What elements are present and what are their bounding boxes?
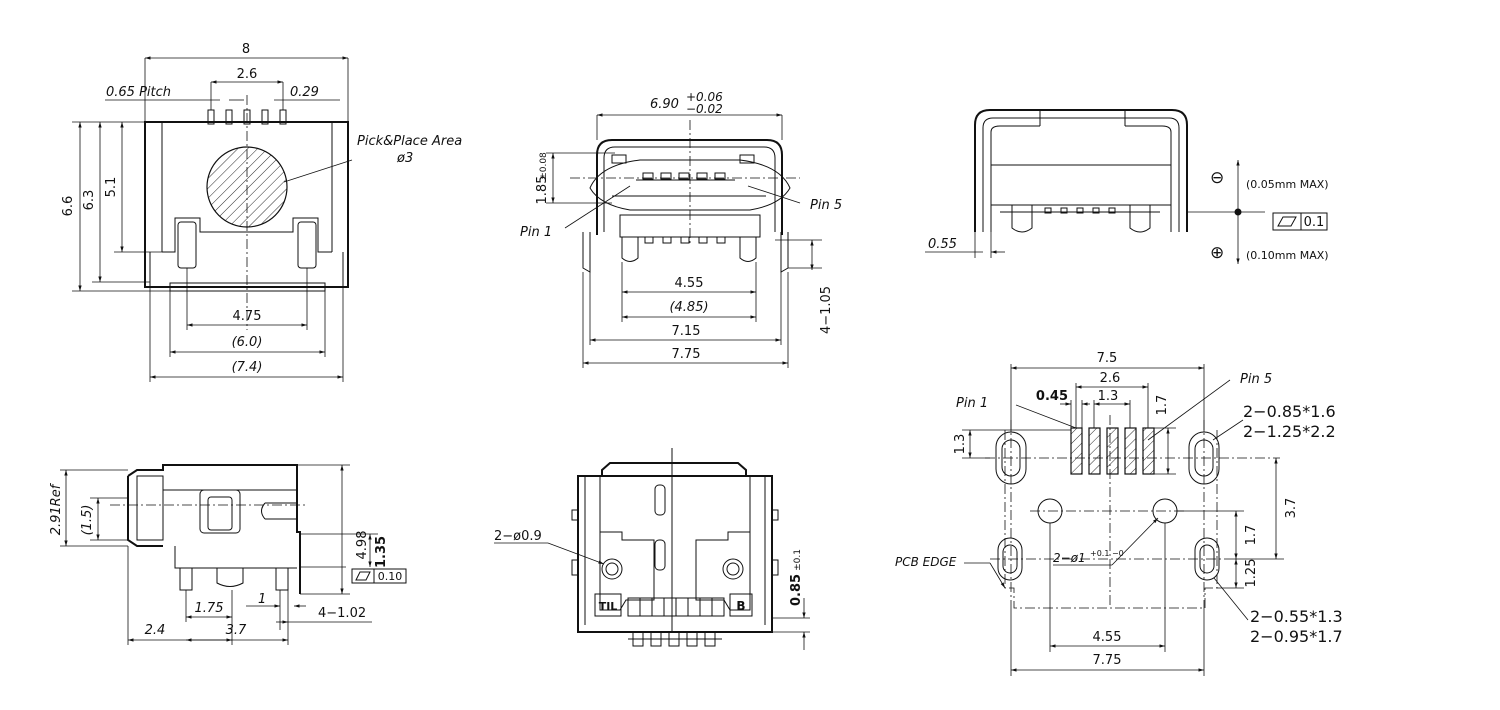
dim-outer-width: (7.4) xyxy=(232,360,263,375)
dim-pin-width: 0.29 xyxy=(290,85,319,100)
pcb-dim-775: 7.75 xyxy=(1093,653,1122,668)
pcb-dim-17: 1.7 xyxy=(1244,525,1259,546)
front-view: 6.90 +0.06 −0.02 1.85 ±0.08 Pin 1 Pin 5 … xyxy=(520,90,842,368)
pcb-dim-pad-17: 1.7 xyxy=(1155,395,1170,416)
dim-front-height-tol: ±0.08 xyxy=(539,152,549,180)
pcb-dim-row-13: 1.3 xyxy=(953,434,968,455)
side-pins xyxy=(1044,207,1116,214)
bottom-mark-right: B xyxy=(736,599,745,613)
pcb-slot-bot-a: 2−0.55*1.3 xyxy=(1250,607,1343,626)
pcb-edge-label: PCB EDGE xyxy=(895,555,957,569)
pick-place-label: Pick&Place Area xyxy=(357,134,462,149)
warp-down-label: (0.10mm MAX) xyxy=(1246,249,1329,262)
dim-peg-span: 4.75 xyxy=(233,309,262,324)
dim-inner-width: (6.0) xyxy=(232,335,263,350)
front-pin5-label: Pin 5 xyxy=(810,198,842,213)
pcb-dim-37: 3.7 xyxy=(1284,498,1299,519)
flatness-symbol-box xyxy=(1272,212,1302,231)
dim-front-455: 4.55 xyxy=(675,276,704,291)
bottom-height: 0.85 xyxy=(789,574,804,606)
dim-pin-span: 2.6 xyxy=(237,67,258,82)
right-peg xyxy=(297,221,317,269)
pcb-pin5-label: Pin 5 xyxy=(1240,372,1272,387)
dim-height-total: 6.6 xyxy=(61,196,76,217)
dim-side-24: 2.4 xyxy=(145,623,166,638)
pcb-pads xyxy=(1070,427,1155,475)
warp-plus-symbol: ⊕ xyxy=(1210,243,1224,263)
dim-overall-width: 8 xyxy=(242,42,250,57)
left-peg xyxy=(177,221,197,269)
dim-side-1: 1 xyxy=(258,592,266,607)
pcb-hole-dia: 2−ø1 xyxy=(1053,551,1086,565)
pcb-dim-26: 2.6 xyxy=(1100,371,1121,386)
dim-side-175: 1.75 xyxy=(195,601,224,616)
warp-minus-symbol: ⊖ xyxy=(1210,168,1224,188)
pcb-slot-bot-b: 2−0.95*1.7 xyxy=(1250,627,1343,646)
dim-side-135: 1.35 xyxy=(374,536,389,568)
dim-front-width-tol-plus: +0.06 xyxy=(686,90,723,104)
pcb-layout: 7.5 2.6 1.3 0.45 1.7 Pin 1 Pin 5 2−0.85*… xyxy=(895,351,1343,676)
pcb-dim-13: 1.3 xyxy=(1098,389,1119,404)
receptacle-opening xyxy=(589,159,791,211)
dim-front-height: 1.85 xyxy=(535,176,550,205)
front-contacts xyxy=(636,172,735,181)
dim-height-inner: 5.1 xyxy=(104,177,119,198)
bottom-contacts xyxy=(627,597,725,617)
flatness-value-right: 0.1 xyxy=(1304,215,1325,230)
hole-right xyxy=(722,558,744,580)
pcb-dim-455: 4.55 xyxy=(1093,630,1122,645)
bottom-view: TIL B 2−ø0.9 0.85 ±0.1 xyxy=(494,448,810,650)
pick-place-diameter: ø3 xyxy=(396,151,413,166)
dim-side-402: 4−1.02 xyxy=(318,606,366,621)
pcb-pin1-label: Pin 1 xyxy=(956,396,988,411)
mark-right-box xyxy=(729,593,753,617)
top-view: 8 2.6 0.65 Pitch 0.29 6.6 6.3 5.1 Pick&P… xyxy=(61,42,462,382)
hole-left xyxy=(601,558,623,580)
dim-front-485: (4.85) xyxy=(669,300,708,315)
dim-front-leg: 4−1.05 xyxy=(819,286,834,334)
side-shell-outline xyxy=(974,109,1188,232)
dim-front-width-tol-minus: −0.02 xyxy=(686,102,723,116)
dim-front-775: 7.75 xyxy=(672,347,701,362)
dim-side-offset: 0.55 xyxy=(928,237,957,252)
warp-up-label: (0.05mm MAX) xyxy=(1246,178,1329,191)
dim-height-mid: 6.3 xyxy=(82,190,97,211)
dim-side-498: 4.98 xyxy=(355,531,370,560)
pcb-slot-top-a: 2−0.85*1.6 xyxy=(1243,402,1336,421)
bottom-height-tol: ±0.1 xyxy=(793,549,803,571)
front-bottom-pins xyxy=(644,236,726,244)
pcb-dim-75: 7.5 xyxy=(1097,351,1118,366)
front-shell-outline xyxy=(596,139,783,235)
bottom-hole-label: 2−ø0.9 xyxy=(494,529,542,544)
side-view-right: ⊖ ⊕ (0.05mm MAX) (0.10mm MAX) 0.1 0.55 xyxy=(925,109,1329,264)
dim-side-15: (1.5) xyxy=(80,505,95,536)
pcb-slot-top-b: 2−1.25*2.2 xyxy=(1243,422,1336,441)
dim-front-width: 6.90 xyxy=(650,97,679,112)
front-pin1-label: Pin 1 xyxy=(520,225,552,240)
pcb-dim-045: 0.45 xyxy=(1036,389,1068,404)
dim-ref-height: 2.91Ref xyxy=(49,482,64,535)
flatness-value-left: 0.10 xyxy=(378,570,403,583)
flatness-symbol-box-left xyxy=(351,568,375,584)
side-left-outline xyxy=(127,464,301,594)
bottom-pins xyxy=(628,631,722,647)
dim-front-715: 7.15 xyxy=(672,324,701,339)
pcb-hole-tol: +0.1 −0 xyxy=(1090,549,1124,558)
mark-left-box xyxy=(594,593,622,617)
pcb-dim-125: 1.25 xyxy=(1244,559,1259,588)
dim-side-37: 3.7 xyxy=(226,623,247,638)
side-view-left: 2.91Ref (1.5) 4.98 1.35 0.10 1.75 1 2.4 … xyxy=(49,464,407,645)
bottom-mark-left: TIL xyxy=(599,600,618,613)
dim-pitch: 0.65 Pitch xyxy=(106,85,171,100)
